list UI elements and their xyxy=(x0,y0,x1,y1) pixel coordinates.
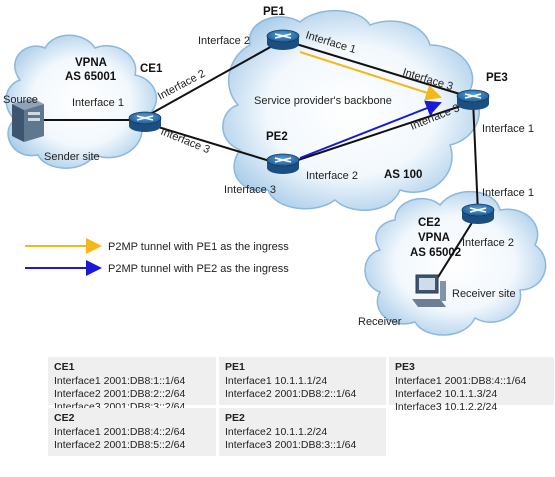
address-table: CE1 Interface1 2001:DB8:1::1/64 Interfac… xyxy=(48,357,554,457)
table-row: Interface3 10.1.2.2/24 xyxy=(395,401,498,413)
router-pe2-icon[interactable] xyxy=(266,153,300,174)
label-ce1-if1: Interface 1 xyxy=(72,97,124,109)
label-vpna-top: VPNA xyxy=(75,57,107,69)
label-source: Source xyxy=(3,94,38,106)
tunnel-arrow-pe1 xyxy=(299,51,442,101)
label-ce1-if3: Interface 3 xyxy=(159,126,212,157)
label-pe2: PE2 xyxy=(266,131,288,143)
link-ce1-pe2 xyxy=(144,122,284,166)
table-title-pe2: PE2 xyxy=(225,412,245,424)
label-as-top: AS 65001 xyxy=(65,71,117,83)
router-ce2-icon[interactable] xyxy=(461,203,495,224)
table-row: Interface1 10.1.1.1/24 xyxy=(225,375,328,387)
legend-text-pe2: P2MP tunnel with PE2 as the ingress xyxy=(108,263,289,275)
table-title-pe3: PE3 xyxy=(395,361,415,373)
label-pe2-if2: Interface 2 xyxy=(306,170,358,182)
link-pe3-ce2 xyxy=(472,99,479,214)
router-pe3-icon[interactable] xyxy=(456,89,490,110)
pc-icon[interactable] xyxy=(412,274,446,307)
label-ce1: CE1 xyxy=(140,63,163,75)
label-backbone: Service provider's backbone xyxy=(254,95,392,107)
table-row: Interface2 2001:DB8:2::1/64 xyxy=(225,388,357,400)
table-row: Interface2 2001:DB8:2::2/64 xyxy=(54,388,186,400)
label-vpna-bottom: VPNA xyxy=(418,232,450,244)
label-as-bottom: AS 65002 xyxy=(410,247,461,259)
label-receiver-site: Receiver site xyxy=(452,288,516,300)
label-pe1: PE1 xyxy=(263,6,285,18)
table-cell-ce2: CE2 Interface1 2001:DB8:4::2/64 Interfac… xyxy=(48,408,216,456)
table-cell-pe3: PE3 Interface1 2001:DB8:4::1/64 Interfac… xyxy=(389,357,554,413)
label-pe1-if2: Interface 2 xyxy=(198,35,250,47)
tunnel-arrow-pe2 xyxy=(299,100,442,159)
table-title-ce1: CE1 xyxy=(54,361,75,373)
label-ce2-if2: Interface 2 xyxy=(462,237,514,249)
table-cell-pe1: PE1 Interface1 10.1.1.1/24 Interface2 20… xyxy=(219,357,386,405)
table-row: Interface2 10.1.1.3/24 xyxy=(395,388,498,400)
link-ce1-pe1 xyxy=(144,39,284,118)
table-row: Interface1 2001:DB8:1::1/64 xyxy=(54,375,186,387)
table-row: Interface2 10.1.1.2/24 xyxy=(225,426,328,438)
table-title-pe1: PE1 xyxy=(225,361,245,373)
legend-text-pe1: P2MP tunnel with PE1 as the ingress xyxy=(108,241,289,253)
table-cell-ce1: CE1 Interface1 2001:DB8:1::1/64 Interfac… xyxy=(48,357,216,413)
label-sender-site: Sender site xyxy=(44,151,100,163)
table-row: Interface1 2001:DB8:4::2/64 xyxy=(54,426,186,438)
label-pe2-if3: Interface 3 xyxy=(224,184,276,196)
label-receiver: Receiver xyxy=(358,316,402,328)
table-row: Interface2 2001:DB8:5::2/64 xyxy=(54,439,186,451)
router-pe1-icon[interactable] xyxy=(266,29,300,50)
label-ce2: CE2 xyxy=(418,217,440,229)
table-row: Interface1 2001:DB8:4::1/64 xyxy=(395,375,527,387)
label-ce2-if1: Interface 1 xyxy=(482,187,534,199)
table-title-ce2: CE2 xyxy=(54,412,75,424)
server-icon[interactable] xyxy=(12,98,44,142)
router-ce1-icon[interactable] xyxy=(128,111,162,132)
label-as100: AS 100 xyxy=(384,169,422,181)
table-cell-pe2: PE2 Interface2 10.1.1.2/24 Interface3 20… xyxy=(219,408,386,456)
label-pe3-if1: Interface 1 xyxy=(482,123,534,135)
table-row: Interface3 2001:DB8:3::1/64 xyxy=(225,439,357,451)
label-pe3: PE3 xyxy=(486,72,508,84)
receiver-site-cloud xyxy=(364,191,547,336)
